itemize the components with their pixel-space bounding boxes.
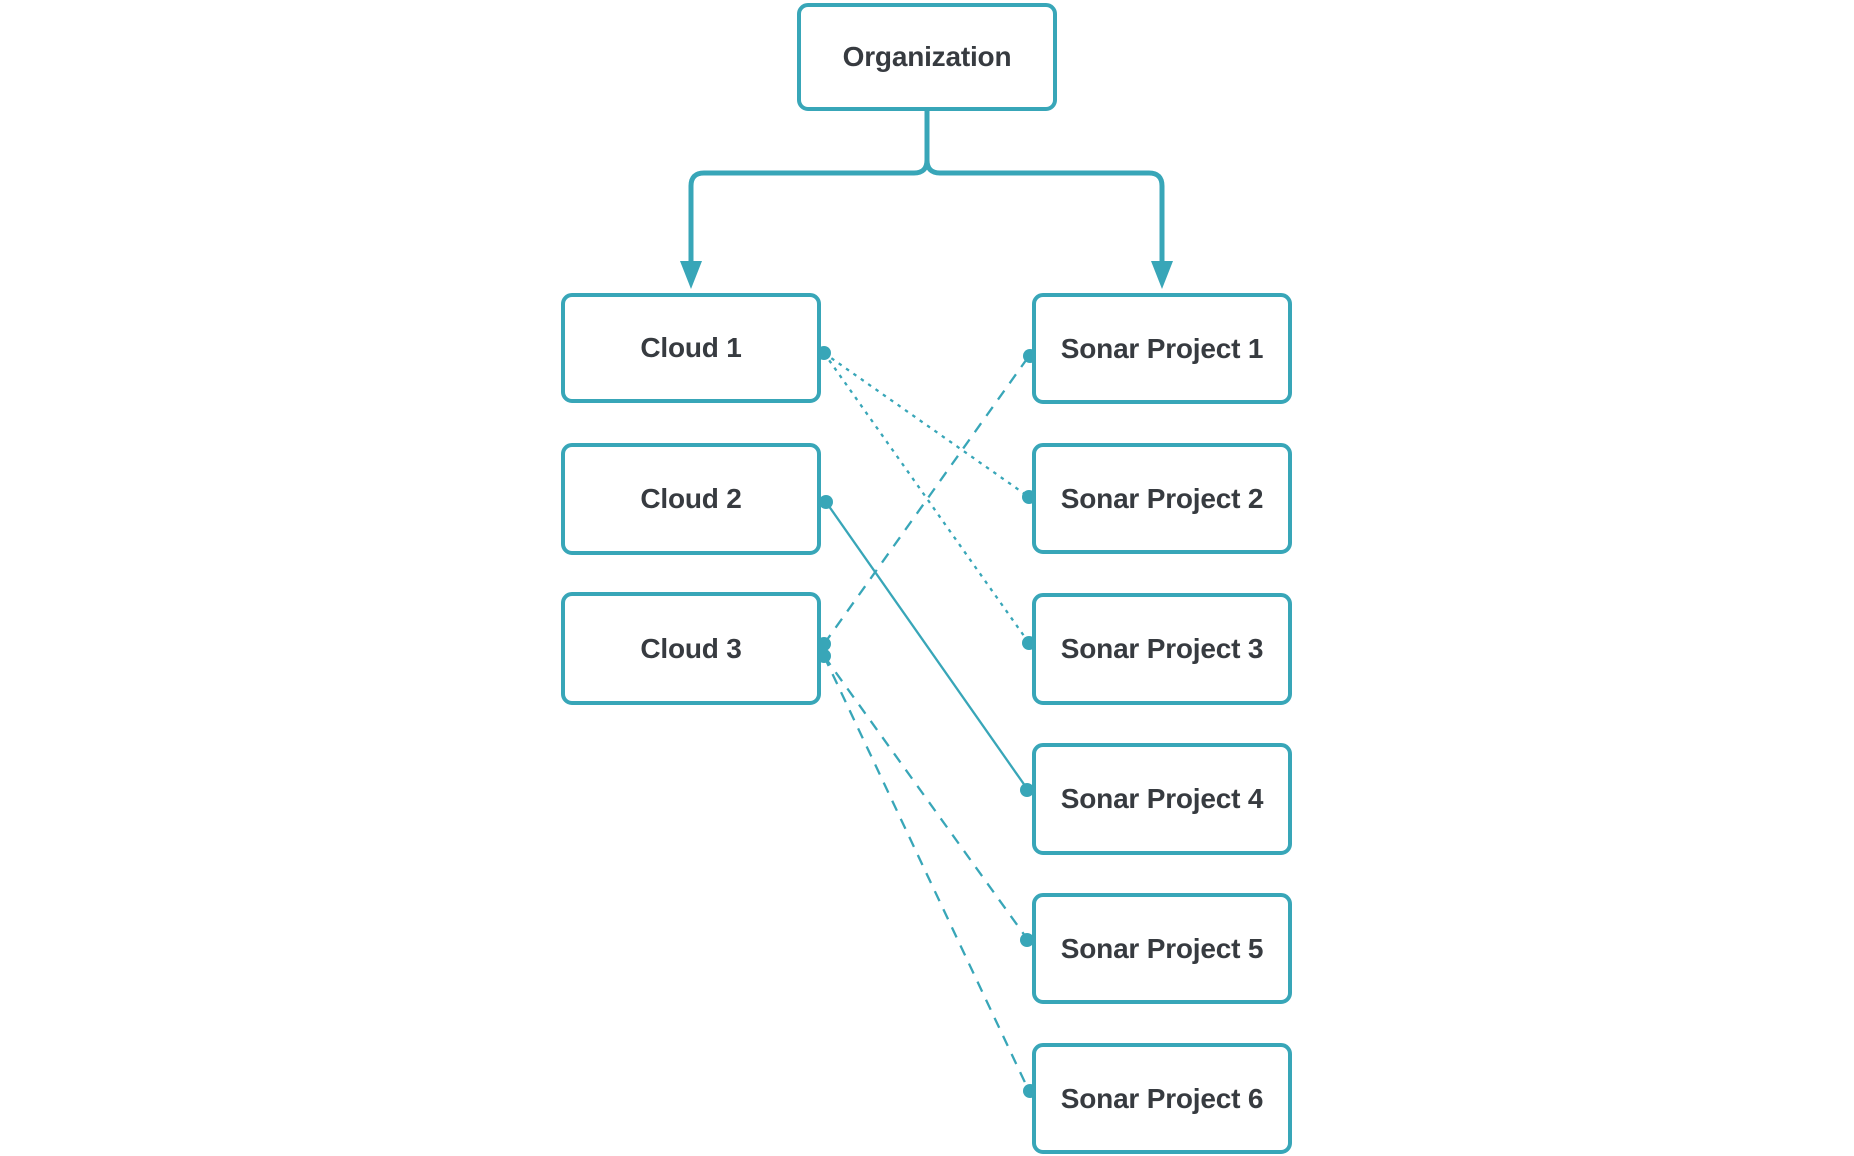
edge-cloud-3-sonar-project-1: [823, 355, 1030, 645]
node-label: Sonar Project 3: [1060, 633, 1264, 664]
node-cloud-1: Cloud 1: [561, 293, 821, 403]
node-sonar-project-3: Sonar Project 3: [1032, 593, 1292, 705]
node-label: Sonar Project 4: [1060, 783, 1264, 814]
node-label: Sonar Project 5: [1060, 932, 1264, 964]
tree-edge-organization-cloud-1: [688, 108, 930, 265]
node-label: Cloud 3: [640, 632, 742, 664]
endpoint-dot-sonar-project-4: [1020, 783, 1034, 797]
node-sonar-project-4: Sonar Project 4: [1032, 743, 1292, 855]
node-label: Cloud 1: [640, 332, 742, 363]
tree-edge-organization-sonar-project-1: [924, 108, 1165, 265]
node-label: Sonar Project 1: [1060, 332, 1264, 364]
node-cloud-3: Cloud 3: [561, 592, 821, 705]
edge-cloud-2-sonar-project-4: [825, 501, 1029, 791]
node-organization: Organization: [797, 3, 1057, 111]
node-label: Cloud 2: [640, 483, 742, 514]
node-sonar-project-5: Sonar Project 5: [1032, 893, 1292, 1004]
node-cloud-2: Cloud 2: [561, 443, 821, 555]
node-label: Organization: [842, 41, 1012, 72]
node-sonar-project-1: Sonar Project 1: [1032, 293, 1292, 404]
edge-cloud-3-sonar-project-5: [823, 655, 1029, 941]
edge-cloud-3-sonar-project-6: [822, 655, 1031, 1092]
arrow-down-icon: [680, 261, 702, 289]
arrow-down-icon: [1151, 261, 1173, 289]
endpoint-dot-cloud-2: [819, 495, 833, 509]
node-label: Sonar Project 2: [1060, 482, 1264, 514]
node-sonar-project-6: Sonar Project 6: [1032, 1043, 1292, 1154]
endpoint-dot-sonar-project-5: [1020, 933, 1034, 947]
edge-cloud-1-sonar-project-3: [823, 352, 1030, 644]
node-label: Sonar Project 6: [1060, 1082, 1264, 1114]
edge-cloud-1-sonar-project-2: [823, 352, 1030, 498]
node-sonar-project-2: Sonar Project 2: [1032, 443, 1292, 554]
